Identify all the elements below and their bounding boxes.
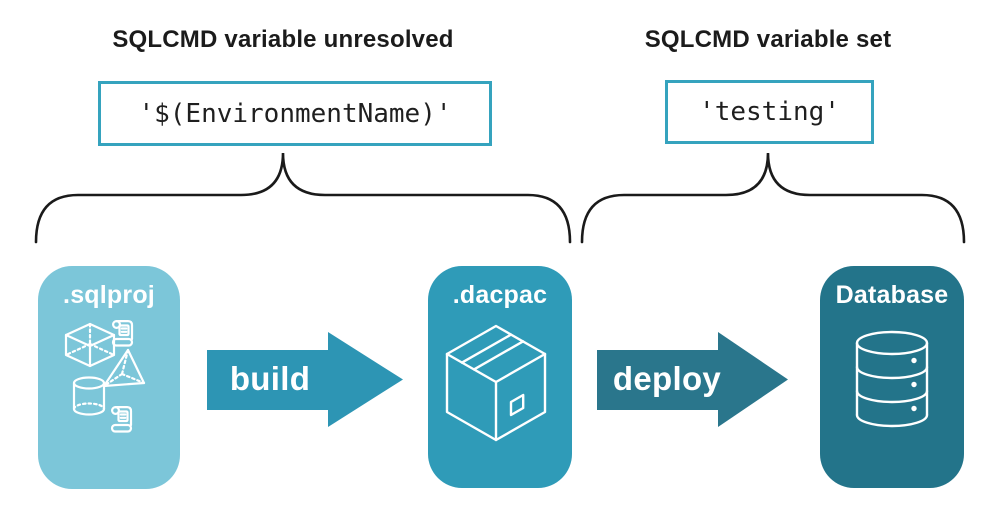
left-grouping-brace-icon [34,152,572,244]
database-dot [911,357,917,364]
sql-objects-icon [52,314,170,448]
database-dot [911,405,917,412]
build-arrow-label: build [229,360,311,397]
right-code-box: 'testing' [665,80,874,144]
right-grouping-brace-icon [580,152,966,244]
stage-card-sqlproj: .sqlproj [38,266,180,489]
stage-card-dacpac: .dacpac [428,266,572,488]
deploy-arrow-icon [597,332,788,427]
right-annotation-title: SQLCMD variable set [644,26,892,53]
stage-card-database: Database [820,266,964,488]
stage-title-database: Database [835,281,949,309]
left-code-text: '$(EnvironmentName)' [138,98,452,129]
stage-title-dacpac: .dacpac [452,281,548,309]
package-box-icon [445,324,547,442]
database-dot [911,381,917,388]
left-code-box: '$(EnvironmentName)' [98,81,492,146]
right-code-text: 'testing' [699,97,840,127]
left-annotation-title: SQLCMD variable unresolved [112,26,454,53]
deploy-arrow-label: deploy [612,360,722,397]
scroll-icon [112,407,131,431]
build-arrow-icon [207,332,403,427]
database-cylinder-icon [854,330,930,428]
scroll-icon [113,321,132,345]
pyramid-icon [104,350,144,386]
cylinder-icon [74,378,104,415]
cube-icon [66,324,114,366]
stage-title-sqlproj: .sqlproj [63,281,155,309]
